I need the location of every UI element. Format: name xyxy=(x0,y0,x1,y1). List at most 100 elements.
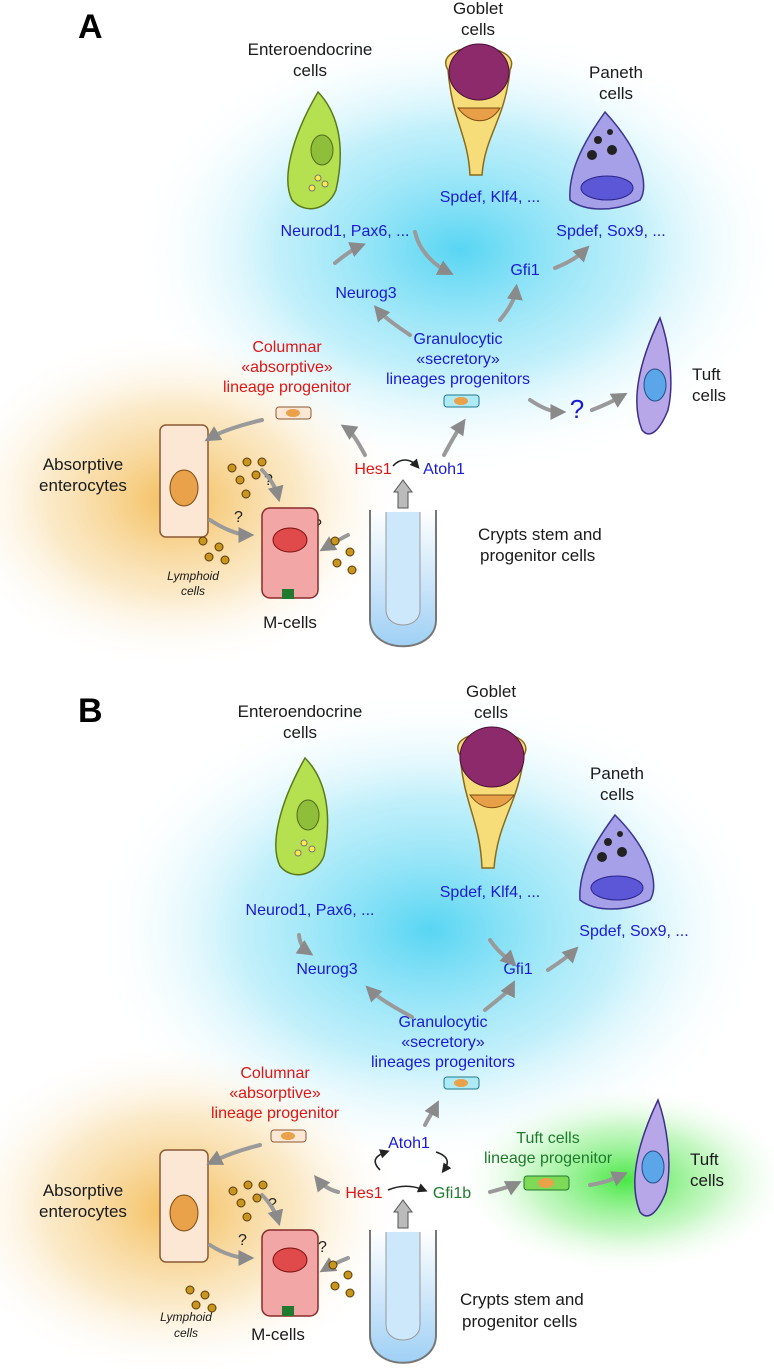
arrow-columnar-absorptive-a xyxy=(204,418,264,442)
panel-letter-a: A xyxy=(78,8,103,46)
lymphoid-dots-b xyxy=(185,1180,355,1313)
arrow-progenitor-question-a xyxy=(528,398,567,420)
granulocytic-progenitor-a xyxy=(443,394,480,408)
lymphoid-dots-a xyxy=(198,457,357,575)
arrow-gfi1-goblet-a xyxy=(413,230,454,275)
crypts-label-a-1: Crypts stem and xyxy=(478,525,602,544)
enteroendocrine-cell-b xyxy=(275,756,329,876)
crypt-a xyxy=(369,510,437,648)
arrow-hes1-atoh1-a xyxy=(392,458,420,469)
arrow-lymphoid-mcell-a xyxy=(208,518,255,543)
crypt-b xyxy=(369,1230,437,1364)
granulocytic-label-b-2: «secretory» xyxy=(401,1034,485,1051)
lymphoid-label-a-2: cells xyxy=(181,584,205,598)
crypts-label-b-2: progenitor cells xyxy=(462,1312,577,1331)
goblet-label-b-1: Goblet xyxy=(466,682,516,701)
granulocytic-label-a-3: lineages progenitors xyxy=(386,371,530,388)
paneth-label-a-1: Paneth xyxy=(589,63,643,82)
arrow-atoh1-gfi1b-b xyxy=(435,1151,452,1174)
tuft-label-a-2: cells xyxy=(692,386,726,405)
goblet-cell-a xyxy=(445,43,513,176)
granulocytic-label-b-1: Granulocytic xyxy=(399,1014,488,1031)
tuft-label-b-1: Tuft xyxy=(690,1150,719,1169)
columnar-label-b-3: lineage progenitor xyxy=(211,1105,340,1122)
gfi1-label-b: Gfi1 xyxy=(503,961,532,978)
tuft-question-a: ? xyxy=(570,394,584,424)
enteroendocrine-label-b-1: Enteroendocrine xyxy=(238,702,363,721)
arrow-progenitor-gfi1-a xyxy=(498,283,523,322)
absorptive-label-b-1: Absorptive xyxy=(43,1181,123,1200)
m-cell-a xyxy=(261,507,319,599)
spdef-klf4-label-b: Spdef, Klf4, ... xyxy=(440,884,541,901)
arrow-tuft-progenitor-tuft-b xyxy=(588,1171,628,1187)
arrow-atoh1-granulocytic-a xyxy=(442,418,466,457)
absorptive-label-b-2: enterocytes xyxy=(39,1202,127,1221)
absorptive-label-a-1: Absorptive xyxy=(43,455,123,474)
gfi1b-label-b: Gfi1b xyxy=(433,1185,471,1202)
spdef-klf4-label-a: Spdef, Klf4, ... xyxy=(440,189,541,206)
panel-letter-b: B xyxy=(78,692,103,730)
arrow-progenitor-neurog3-b xyxy=(365,985,414,1019)
lymphoid-label-b-2: cells xyxy=(174,1326,198,1340)
columnar-label-a-3: lineage progenitor xyxy=(223,379,352,396)
atoh1-label-a: Atoh1 xyxy=(423,461,465,478)
arrow-atoh1-granulocytic-b xyxy=(423,1100,439,1127)
columnar-label-b-2: «absorptive» xyxy=(229,1085,321,1102)
tuft-progenitor-b xyxy=(523,1175,570,1191)
neurod1-label-b: Neurod1, Pax6, ... xyxy=(246,902,375,919)
arrow-crypt-up-b xyxy=(393,1199,413,1229)
enteroendocrine-label-a-1: Enteroendocrine xyxy=(248,40,373,59)
columnar-label-a-2: «absorptive» xyxy=(241,359,333,376)
arrow-hes1-gfi1b-b xyxy=(387,1183,428,1193)
hes1-label-a: Hes1 xyxy=(354,461,391,478)
paneth-cell-a xyxy=(569,110,645,210)
arrow-question-tuft-a xyxy=(590,392,628,412)
arrow-hes1-atoh1-b xyxy=(374,1149,390,1171)
panel-a: A Enteroendocrine cells Goblet cells Pan… xyxy=(0,0,774,670)
paneth-label-a-2: cells xyxy=(599,84,633,103)
absorptive-cell-a xyxy=(159,424,209,538)
question-mark-b-3: ? xyxy=(318,1239,327,1256)
crypts-label-b-1: Crypts stem and xyxy=(460,1290,584,1309)
panel-b: B Enteroendocrine cells Goblet cells Pan… xyxy=(0,682,774,1369)
tuft-label-b-2: cells xyxy=(690,1171,724,1190)
question-mark-b-2: ? xyxy=(238,1232,247,1249)
mcells-label-a: M-cells xyxy=(263,613,317,632)
granulocytic-progenitor-b xyxy=(443,1076,480,1090)
arrow-progenitor-neurog3-a xyxy=(373,305,412,337)
atoh1-label-b: Atoh1 xyxy=(388,1135,430,1152)
lymphoid-label-a-1: Lymphoid xyxy=(167,569,219,583)
hes1-label-b: Hes1 xyxy=(345,1185,382,1202)
arrow-lymphoid-mcell-b xyxy=(208,1243,255,1266)
arrow-neurog3-neurod1-b xyxy=(295,933,314,956)
arrow-neurog3-neurod1-a xyxy=(333,242,366,265)
enteroendocrine-label-b-2: cells xyxy=(283,723,317,742)
arrow-hes1-columnar-b xyxy=(313,1175,340,1194)
goblet-label-b-2: cells xyxy=(474,703,508,722)
granulocytic-label-a-2: «secretory» xyxy=(416,351,500,368)
gfi1-label-a: Gfi1 xyxy=(510,262,539,279)
absorptive-label-a-2: enterocytes xyxy=(39,476,127,495)
spdef-sox9-label-a: Spdef, Sox9, ... xyxy=(556,223,665,240)
granulocytic-label-b-3: lineages progenitors xyxy=(371,1054,515,1071)
paneth-label-b-2: cells xyxy=(600,785,634,804)
columnar-progenitor-b xyxy=(270,1129,307,1143)
enteroendocrine-cell-a xyxy=(287,90,341,210)
mcells-label-b: M-cells xyxy=(251,1325,305,1344)
paneth-cell-b xyxy=(579,813,655,910)
arrow-gfi1-paneth-b xyxy=(546,946,579,972)
tuft-progenitor-label-b-2: lineage progenitor xyxy=(484,1150,613,1167)
columnar-label-a-1: Columnar xyxy=(252,339,322,356)
tuft-label-a-1: Tuft xyxy=(692,365,721,384)
tuft-cell-b xyxy=(634,1098,670,1217)
question-mark-a-2: ? xyxy=(234,509,243,526)
arrow-gfi1b-tuft-progenitor-b xyxy=(488,1181,522,1196)
goblet-cell-b xyxy=(457,726,527,869)
neurog3-label-a: Neurog3 xyxy=(335,285,396,302)
secretory-glow-b xyxy=(90,690,770,1170)
columnar-label-b-1: Columnar xyxy=(240,1065,310,1082)
spdef-sox9-label-b: Spdef, Sox9, ... xyxy=(579,923,688,940)
arrow-columnar-mcell-a xyxy=(260,468,284,503)
arrow-gfi1-paneth-a xyxy=(553,245,590,270)
